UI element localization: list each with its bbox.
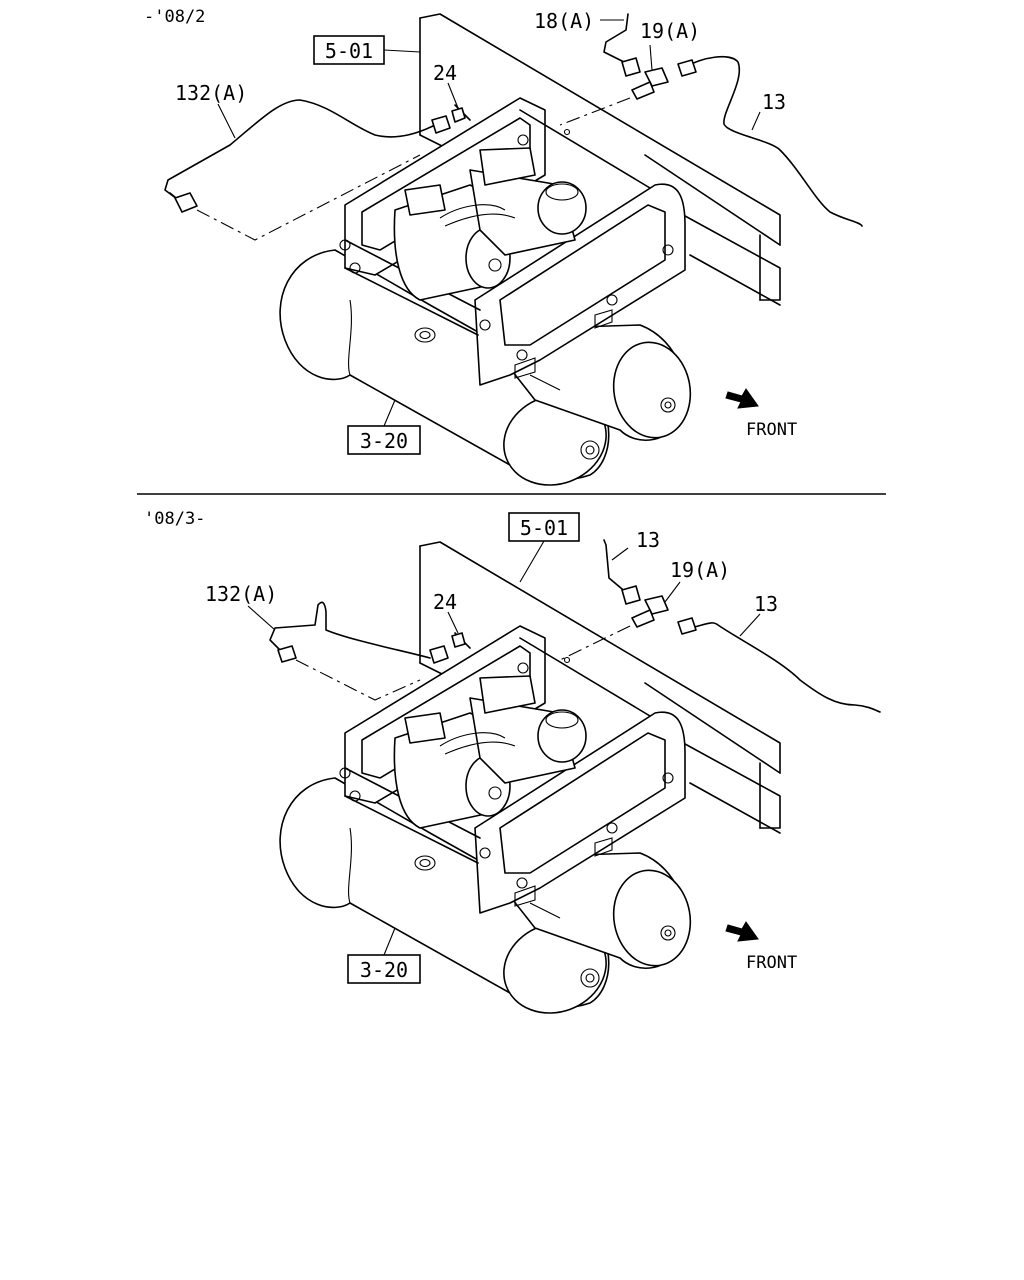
nut-24 (451, 107, 466, 123)
callout-pipe-18a: 18(A) (534, 9, 594, 33)
pipe-132a (164, 99, 436, 206)
ref-box-frame-label: 5-01 (325, 39, 373, 63)
ref-box-frame-label: 5-01 (520, 516, 568, 540)
front-label: FRONT (746, 420, 797, 440)
callout-joint-19a: 19(A) (670, 558, 730, 582)
ref-box-tank[interactable] (347, 954, 421, 984)
range-label: '08/3- (144, 509, 205, 529)
pipe-132a (269, 601, 431, 659)
callout-pipe-13: 13 (762, 90, 786, 114)
front-arrow-icon (725, 921, 759, 942)
nut-24 (451, 632, 466, 648)
front-arrow-icon (725, 388, 759, 409)
pipe-13 (687, 55, 863, 227)
callout-pipe-13-right: 13 (754, 592, 778, 616)
callout-pipe-132a: 132(A) (175, 81, 247, 105)
callout-joint-19a: 19(A) (640, 19, 700, 43)
callout-nut-24: 24 (433, 61, 457, 85)
panel-2: '08/3- 5-01 3-20 132(A) (144, 509, 881, 1028)
callout-pipe-132a: 132(A) (205, 582, 277, 606)
pipe-13-right (689, 622, 881, 713)
ref-box-frame[interactable] (313, 35, 385, 65)
range-label: -'08/2 (144, 7, 205, 27)
pipe-13-top (603, 539, 629, 595)
callout-pipe-13-top: 13 (636, 528, 660, 552)
callout-nut-24: 24 (433, 590, 457, 614)
ref-box-tank-label: 3-20 (360, 958, 408, 982)
pipe-18a (603, 13, 631, 66)
front-label: FRONT (746, 953, 797, 973)
ref-box-tank-label: 3-20 (360, 429, 408, 453)
panel-1: -'08/2 5-01 3-20 132(A (144, 7, 863, 500)
